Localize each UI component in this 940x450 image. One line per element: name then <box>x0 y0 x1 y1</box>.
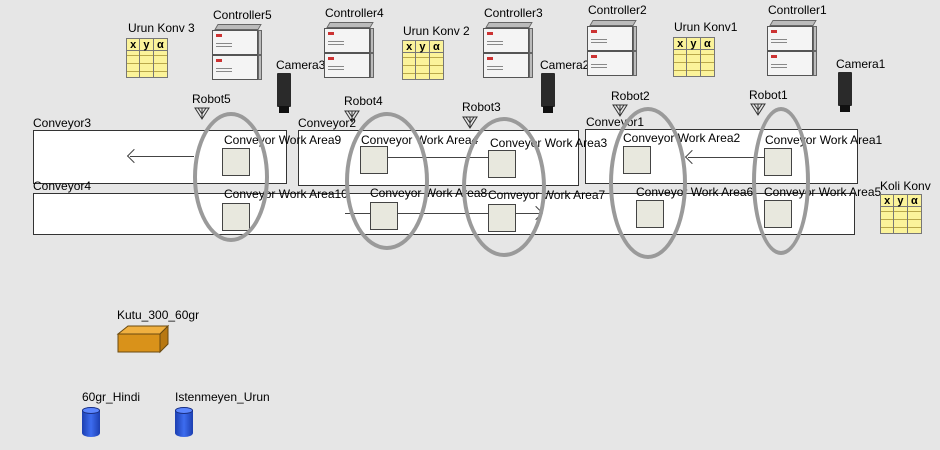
robot3-reach-ellipse <box>462 117 546 257</box>
conveyor2-label: Conveyor2 <box>298 116 357 130</box>
robot4-icon[interactable] <box>344 109 360 123</box>
controller4-label: Controller4 <box>325 6 384 20</box>
istenmeyen-part-icon[interactable] <box>175 407 193 437</box>
conveyor3-direction-arrow <box>130 156 194 157</box>
robot5-reach-ellipse <box>193 112 269 242</box>
table-header-x: x <box>674 38 688 50</box>
conveyor1-direction-arrow <box>688 157 768 158</box>
table-header-x: x <box>881 195 895 207</box>
table-header-alpha: α <box>153 39 167 51</box>
robot4-reach-ellipse <box>345 112 429 250</box>
controller4[interactable] <box>324 22 374 82</box>
camera2-icon[interactable] <box>541 73 555 113</box>
controller1[interactable] <box>767 20 817 80</box>
table-header-y: y <box>687 38 701 50</box>
urun-konv2-label: Urun Konv 2 <box>403 24 470 38</box>
hindi-part-icon[interactable] <box>82 407 100 437</box>
controller5-label: Controller5 <box>213 8 272 22</box>
box-part-icon[interactable] <box>116 324 170 354</box>
camera1-label: Camera1 <box>836 57 886 71</box>
table-header-y: y <box>140 39 154 51</box>
conveyor4[interactable] <box>33 193 855 235</box>
conveyor4-label: Conveyor4 <box>33 179 92 193</box>
robot3-label: Robot3 <box>462 100 501 114</box>
conveyor2-direction-arrow <box>374 157 494 158</box>
urun-konv1-table[interactable]: x y α <box>673 37 715 77</box>
table-header-y: y <box>416 41 430 53</box>
urun-konv1-label: Urun Konv1 <box>674 20 738 34</box>
urun-konv3-label: Urun Konv 3 <box>128 21 195 35</box>
table-header-alpha: α <box>429 41 443 53</box>
istenmeyen-part-label: Istenmeyen_Urun <box>175 390 270 404</box>
controller2[interactable] <box>587 20 637 80</box>
conveyor3-label: Conveyor3 <box>33 116 92 130</box>
camera3-icon[interactable] <box>277 73 291 113</box>
robot5-label: Robot5 <box>192 92 231 106</box>
table-header-x: x <box>403 41 417 53</box>
koli-konv-table[interactable]: x y α <box>880 194 922 234</box>
robot2-reach-ellipse <box>609 107 687 259</box>
robot4-label: Robot4 <box>344 94 383 108</box>
camera2-label: Camera2 <box>540 58 590 72</box>
controller3[interactable] <box>483 22 533 82</box>
robot1-reach-ellipse <box>752 107 810 255</box>
camera1-icon[interactable] <box>838 72 852 112</box>
robot2-icon[interactable] <box>612 103 628 117</box>
table-header-alpha: α <box>700 38 714 50</box>
table-header-x: x <box>127 39 141 51</box>
box-part-label: Kutu_300_60gr <box>117 308 200 322</box>
conveyor4-direction-arrow <box>345 213 540 214</box>
robot3-icon[interactable] <box>462 115 478 129</box>
robot1-label: Robot1 <box>749 88 788 102</box>
urun-konv2-table[interactable]: x y α <box>402 40 444 80</box>
koli-konv-label: Koli Konv <box>880 179 931 193</box>
urun-konv3-table[interactable]: x y α <box>126 38 168 78</box>
controller3-label: Controller3 <box>484 6 543 20</box>
controller5[interactable] <box>212 24 262 84</box>
controller2-label: Controller2 <box>588 3 647 17</box>
hindi-part-label: 60gr_Hindi <box>82 390 141 404</box>
table-header-y: y <box>894 195 908 207</box>
camera3-label: Camera3 <box>276 58 326 72</box>
robot1-icon[interactable] <box>750 102 766 116</box>
controller1-label: Controller1 <box>768 3 827 17</box>
robot5-icon[interactable] <box>194 106 210 120</box>
table-header-alpha: α <box>907 195 921 207</box>
robot2-label: Robot2 <box>611 89 650 103</box>
